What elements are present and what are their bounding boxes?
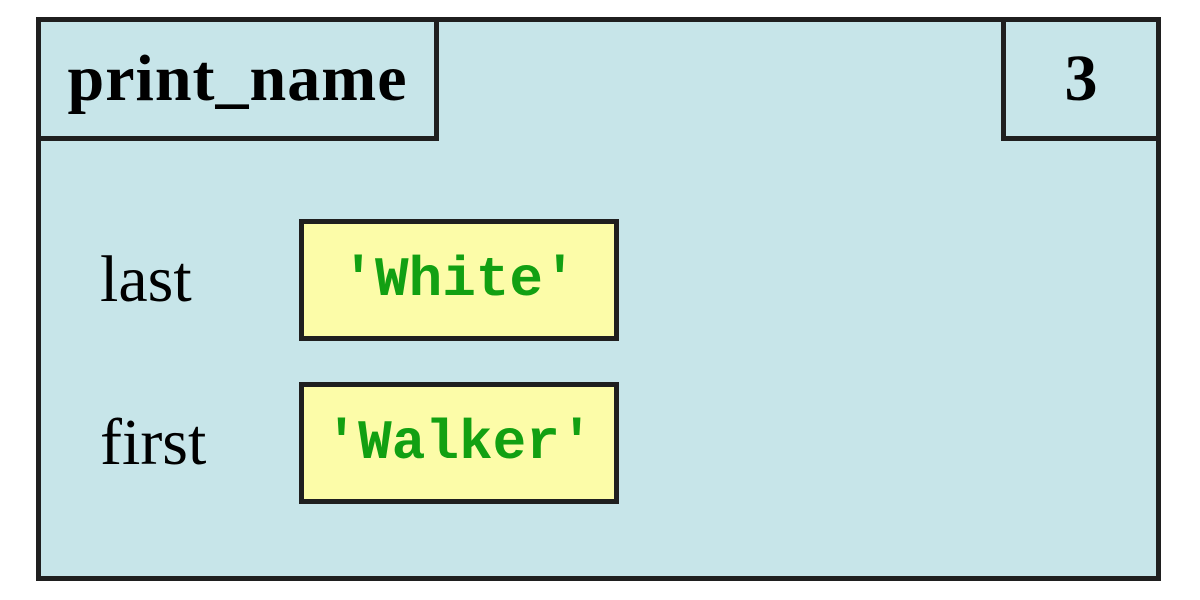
- stack-frame: print_name 3 last 'White' first 'Walker': [36, 17, 1161, 581]
- function-name-label: print_name: [67, 42, 408, 115]
- variable-name-label: last: [100, 243, 192, 316]
- variable-value-box: 'White': [299, 219, 619, 341]
- line-number-label: 3: [1064, 42, 1098, 115]
- function-name-tab: print_name: [41, 22, 439, 141]
- variable-value-label: 'White': [341, 248, 577, 312]
- variable-value-label: 'Walker': [324, 411, 594, 475]
- variable-name-label: first: [100, 406, 207, 479]
- line-number-box: 3: [1001, 22, 1156, 141]
- variable-value-box: 'Walker': [299, 382, 619, 504]
- variable-row: last 'White': [41, 219, 1156, 341]
- variable-row: first 'Walker': [41, 382, 1156, 504]
